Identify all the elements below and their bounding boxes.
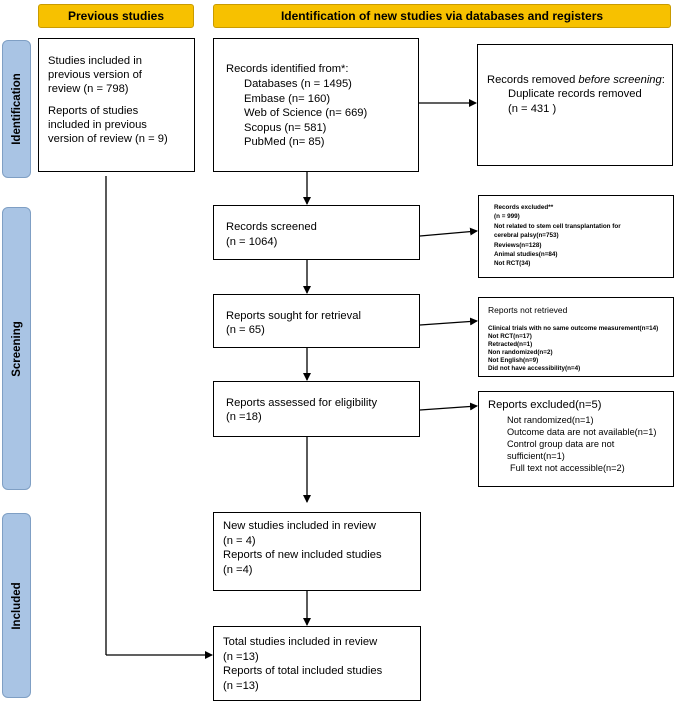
previous-line4: Reports of studies xyxy=(48,105,139,117)
reports-not-retrieved-title: Reports not retrieved xyxy=(488,305,568,315)
header-new-label: Identification of new studies via databa… xyxy=(280,9,604,23)
records-excluded-l4: Animal studies(n=84) xyxy=(494,251,558,258)
new-included-box: New studies included in review (n = 4) R… xyxy=(213,512,421,591)
reports-assessed-count: (n =18) xyxy=(226,411,262,423)
previous-line6: version of review (n = 9) xyxy=(48,133,168,145)
records-identified-title: Records identified from*: xyxy=(226,63,349,75)
new-included-l1: New studies included in review xyxy=(223,520,376,532)
records-excluded-l3: Reviews(n=128) xyxy=(494,242,542,249)
records-screened-title: Records screened xyxy=(226,221,317,233)
records-identified-pubmed: PubMed (n= 85) xyxy=(244,136,325,148)
reports-excluded-box: Reports excluded(n=5) Not randomized(n=1… xyxy=(478,391,674,487)
reports-excluded-l2: Outcome data are not available(n=1) xyxy=(507,427,657,437)
records-excluded-n: (n = 999) xyxy=(494,213,520,220)
reports-assessed-box: Reports assessed for eligibility (n =18) xyxy=(213,381,420,437)
reports-sought-count: (n = 65) xyxy=(226,324,265,336)
records-screened-box: Records screened (n = 1064) xyxy=(213,205,420,260)
records-removed-line2: Duplicate records removed xyxy=(508,88,642,100)
arrow-sought-to-not-retrieved xyxy=(419,317,478,326)
reports-excluded-l5: Full text not accessible(n=2) xyxy=(510,463,625,473)
previous-line3: review (n = 798) xyxy=(48,83,129,95)
reports-sought-box: Reports sought for retrieval (n = 65) xyxy=(213,294,420,348)
total-included-l2: (n =13) xyxy=(223,651,259,663)
total-included-box: Total studies included in review (n =13)… xyxy=(213,626,421,701)
new-included-l2: (n = 4) xyxy=(223,535,256,547)
reports-not-retrieved-l6: Did not have accessibility(n=4) xyxy=(488,365,581,372)
reports-not-retrieved-l2: Not RCT(n=17) xyxy=(488,333,532,340)
reports-not-retrieved-l4: Non randomized(n=2) xyxy=(488,349,553,356)
header-previous-label: Previous studies xyxy=(67,9,165,23)
records-excluded-box: Records excluded** (n = 999) Not related… xyxy=(478,195,674,278)
records-removed-box: Records removed before screening: Duplic… xyxy=(477,44,673,166)
new-included-l4: (n =4) xyxy=(223,564,253,576)
records-identified-wos: Web of Science (n= 669) xyxy=(244,107,368,119)
total-included-l1: Total studies included in review xyxy=(223,636,378,648)
stage-identification: Identification xyxy=(2,40,31,178)
previous-line2: previous version of xyxy=(48,69,142,81)
records-identified-embase: Embase (n= 160) xyxy=(244,93,331,105)
total-included-l3: Reports of total included studies xyxy=(223,665,383,677)
records-identified-scopus: Scopus (n= 581) xyxy=(244,122,327,134)
records-excluded-title: Records excluded** xyxy=(494,204,554,211)
total-included-l4: (n =13) xyxy=(223,680,259,692)
stage-screening: Screening xyxy=(2,207,31,490)
reports-excluded-l3: Control group data are not xyxy=(507,439,615,449)
reports-not-retrieved-l5: Not English(n=9) xyxy=(488,357,539,364)
records-identified-databases: Databases (n = 1495) xyxy=(244,78,352,90)
previous-line5: included in previous xyxy=(48,119,147,131)
records-screened-count: (n = 1064) xyxy=(226,236,278,248)
records-identified-box: Records identified from*: Databases (n =… xyxy=(213,38,419,172)
records-removed-line3: (n = 431 ) xyxy=(508,103,557,115)
reports-not-retrieved-l3: Retracted(n=1) xyxy=(488,341,533,348)
records-excluded-l2: cerebral palsy(n=753) xyxy=(494,232,559,239)
records-removed-title: Records removed before screening: xyxy=(487,74,665,86)
records-excluded-l1: Not related to stem cell transplantation… xyxy=(494,223,621,230)
reports-excluded-l1: Not randomized(n=1) xyxy=(507,415,594,425)
header-previous-studies: Previous studies xyxy=(38,4,194,28)
header-new-studies: Identification of new studies via databa… xyxy=(213,4,671,28)
reports-not-retrieved-box: Reports not retrieved Clinical trials wi… xyxy=(478,297,674,377)
arrow-screened-to-excluded xyxy=(419,227,478,237)
new-included-l3: Reports of new included studies xyxy=(223,549,382,561)
reports-sought-title: Reports sought for retrieval xyxy=(226,310,361,322)
stage-included: Included xyxy=(2,513,31,698)
previous-studies-box: Studies included in previous version of … xyxy=(38,38,195,172)
previous-line1: Studies included in xyxy=(48,55,142,67)
reports-assessed-title: Reports assessed for eligibility xyxy=(226,397,378,409)
reports-not-retrieved-l1: Clinical trials with no same outcome mea… xyxy=(488,325,659,332)
arrow-assessed-to-excluded xyxy=(419,402,478,411)
reports-excluded-l4: sufficient(n=1) xyxy=(507,451,565,461)
reports-excluded-title: Reports excluded(n=5) xyxy=(488,399,602,411)
records-excluded-l5: Not RCT(34) xyxy=(494,260,531,267)
